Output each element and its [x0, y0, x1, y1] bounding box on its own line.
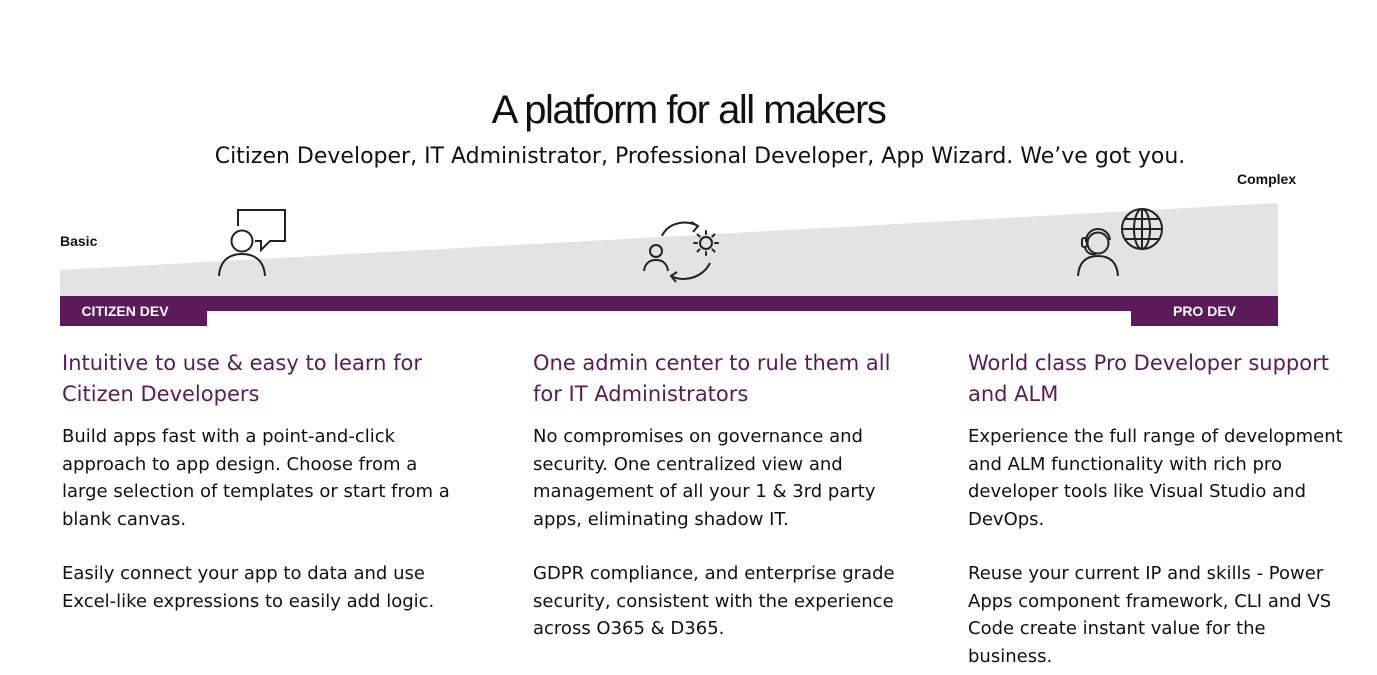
- column-heading: World class Pro Developer support and AL…: [968, 351, 1329, 406]
- scale-low-label: Basic: [60, 233, 98, 249]
- column-paragraph: Experience the full range of development…: [968, 426, 1343, 530]
- column-paragraph: No compromises on governance and securit…: [533, 426, 876, 530]
- column-it-admin: One admin center to rule them all for IT…: [533, 348, 905, 643]
- page-subtitle: Citizen Developer, IT Administrator, Pro…: [214, 144, 1186, 169]
- column-paragraph: Easily connect your app to data and use …: [62, 563, 435, 612]
- person-speech-bubble-icon: [218, 209, 286, 277]
- complexity-ramp: [60, 203, 1278, 326]
- column-paragraph: Reuse your current IP and skills - Power…: [968, 563, 1332, 667]
- column-heading: One admin center to rule them all for IT…: [533, 351, 891, 406]
- column-heading: Intuitive to use & easy to learn for Cit…: [62, 351, 422, 406]
- column-pro-dev: World class Pro Developer support and AL…: [968, 348, 1343, 670]
- column-paragraph: Build apps fast with a point-and-click a…: [62, 426, 450, 530]
- headset-person-globe-icon: [1077, 208, 1163, 277]
- column-citizen-dev: Intuitive to use & easy to learn for Cit…: [62, 348, 457, 615]
- person-gear-sync-icon: [643, 221, 719, 283]
- scale-high-label: Complex: [1237, 171, 1297, 187]
- page-title: A platform for all makers: [491, 88, 887, 132]
- citizen-dev-tag: CITIZEN DEV: [81, 303, 169, 319]
- ramp-wedge: [60, 203, 1278, 296]
- ramp-bar: [60, 296, 1278, 326]
- column-paragraph: GDPR compliance, and enterprise grade se…: [533, 563, 895, 639]
- pro-dev-tag: PRO DEV: [1172, 303, 1236, 319]
